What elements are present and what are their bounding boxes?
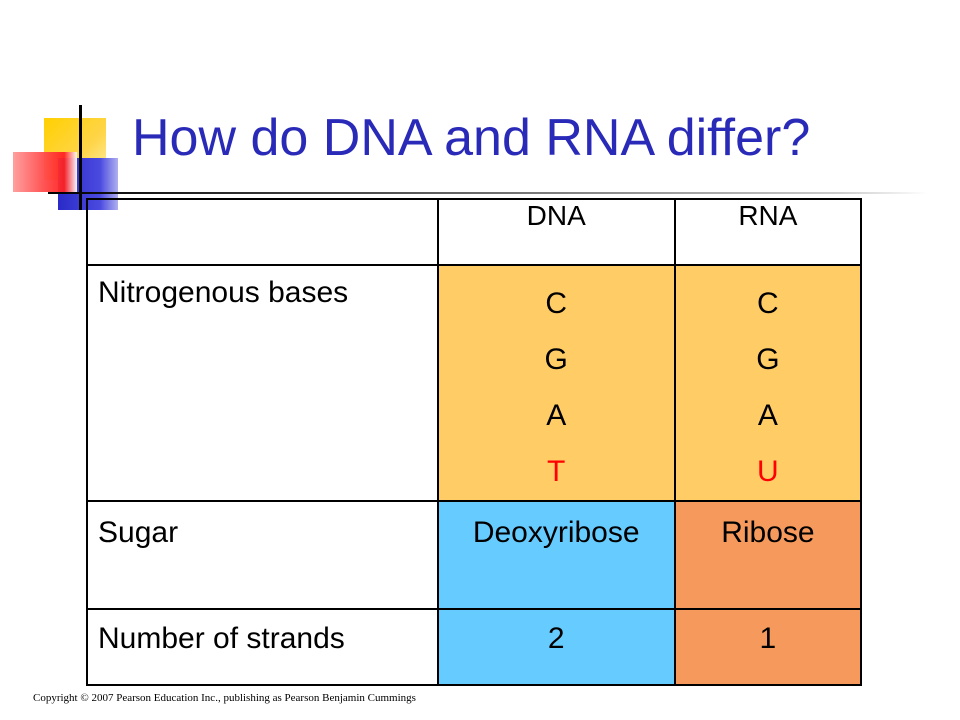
dna-bases-cell: C G A T	[436, 264, 676, 502]
row-label-strands: Number of strands	[86, 608, 439, 686]
rna-sugar-cell: Ribose	[673, 500, 863, 610]
slide-title: How do DNA and RNA differ?	[132, 109, 811, 167]
dna-base-list: C G A T	[439, 266, 674, 500]
decorative-red-bar	[13, 152, 77, 192]
table-row-sugar: Sugar Deoxyribose Ribose	[86, 500, 863, 610]
header-cell-dna: DNA	[436, 198, 676, 266]
dna-sugar-value: Deoxyribose	[472, 516, 640, 549]
rna-strands-cell: 1	[673, 608, 863, 686]
dna-strands-cell: 2	[436, 608, 676, 686]
rna-base-list: C G A U	[676, 266, 860, 500]
rna-base: G	[756, 343, 780, 376]
row-label-text: Sugar	[98, 516, 179, 549]
row-label-sugar: Sugar	[86, 500, 439, 610]
table-row-bases: Nitrogenous bases C G A T C G A U	[86, 264, 863, 502]
header-cell-rna: RNA	[673, 198, 863, 266]
row-label-text: Nitrogenous bases	[98, 276, 349, 309]
header-cell-empty	[86, 198, 439, 266]
table-row-strands: Number of strands 2 1	[86, 608, 863, 686]
decorative-vertical-line	[79, 105, 82, 210]
dna-unique-base-thymine: T	[547, 455, 566, 488]
rna-base: A	[757, 399, 778, 432]
dna-sugar-cell: Deoxyribose	[436, 500, 676, 610]
row-label-bases: Nitrogenous bases	[86, 264, 439, 502]
rna-unique-base-uracil: U	[757, 455, 779, 488]
rna-sugar-value: Ribose	[721, 516, 815, 549]
rna-base: C	[757, 287, 779, 320]
title-underline	[48, 192, 928, 194]
rna-bases-cell: C G A U	[673, 264, 863, 502]
table-header-row: DNA RNA	[86, 198, 863, 266]
rna-strands-value: 1	[759, 622, 777, 655]
dna-base: A	[546, 399, 567, 432]
dna-strands-value: 2	[547, 622, 565, 655]
comparison-table: DNA RNA Nitrogenous bases C G A T C G A	[86, 198, 863, 686]
dna-base: C	[545, 287, 568, 320]
row-label-text: Number of strands	[98, 622, 345, 655]
copyright-notice: Copyright © 2007 Pearson Education Inc.,…	[33, 692, 416, 704]
dna-base: G	[544, 343, 568, 376]
